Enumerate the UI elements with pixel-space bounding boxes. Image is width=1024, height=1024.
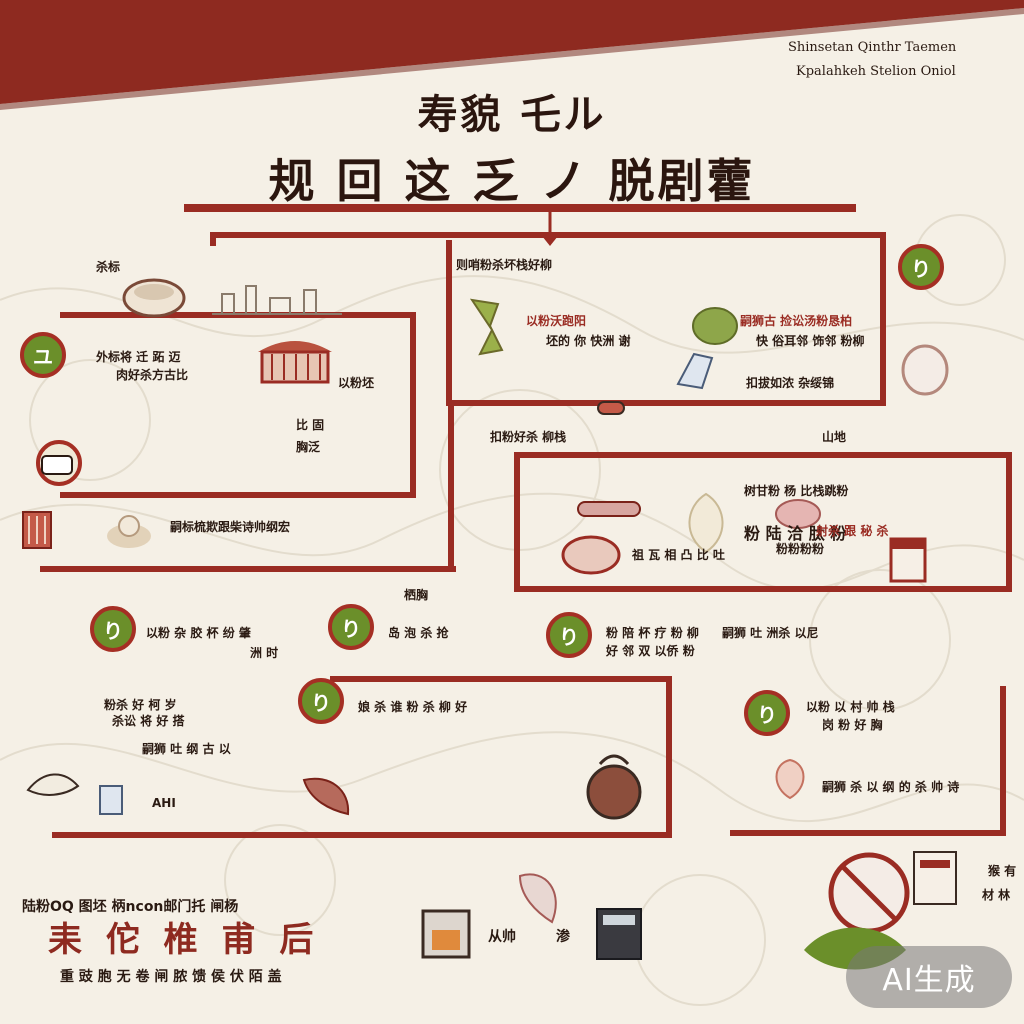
flow-frame-step1 — [60, 312, 416, 498]
calculator-icon — [596, 908, 642, 960]
label-36: 从帅 — [488, 929, 516, 945]
flow-connector-bottom — [52, 826, 672, 838]
label-18: 射杀 跟 秘 杀 — [816, 524, 889, 538]
label-22: 以粉 杂 胶 杯 纷 肇 — [146, 626, 251, 640]
label-25: 粉 陪 杯 疗 粉 柳 — [606, 626, 699, 640]
pavilion-icon — [258, 341, 332, 384]
label-38: 猴 有 — [988, 864, 1017, 878]
ai-generated-watermark: AI生成 — [846, 946, 1012, 1008]
peach-icon — [775, 758, 805, 800]
label-37: 渗 — [556, 929, 570, 945]
calendar-icon — [889, 537, 927, 583]
label-32: 以粉 以 村 帅 栈 — [806, 700, 895, 714]
label-34: 嗣狮 杀 以 纲 的 杀 帅 诗 — [822, 780, 960, 794]
label-21: 栖胸 — [404, 588, 429, 602]
city-skyline-icon — [212, 285, 342, 315]
flow-frame-step3 — [514, 452, 1012, 592]
flow-connector-top — [210, 232, 886, 246]
label-28: 粉杀 好 柯 岁 — [104, 698, 177, 712]
label-7: 嗣标梳欺跟柴诗帅纲宏 — [170, 520, 291, 534]
flow-frame-step2 — [446, 240, 886, 406]
plate-icon — [561, 535, 621, 575]
dim-sum-icon — [107, 515, 151, 548]
flow-frame-step4 — [330, 676, 672, 836]
herb-ball-icon — [692, 307, 738, 345]
tray-icon — [41, 455, 73, 475]
flow-frame-step5 — [730, 686, 1006, 836]
shell-icon — [518, 873, 557, 924]
label-6: 胸泛 — [296, 440, 321, 454]
label-12: 快 俗耳邻 饰邻 粉柳 — [756, 334, 865, 348]
label-33: 岗 粉 好 胸 — [822, 718, 883, 732]
label-11: 嗣狮古 捡讼汤粉恳柏 — [740, 314, 853, 328]
step-badge-4: り — [328, 604, 374, 650]
jar-icon — [99, 785, 123, 815]
bowl-icon — [122, 278, 186, 318]
label-29: 杀讼 将 好 搭 — [112, 714, 185, 728]
label-19: 粉粉粉粉 — [776, 542, 825, 556]
step-badge-2: り — [898, 244, 944, 290]
corner-caption-line1: Shinsetan Qinthr Taemen — [788, 40, 957, 55]
label-10: 坯的 你 快洲 谢 — [546, 334, 631, 348]
page-title-line1: 寿貌 乇ル — [417, 91, 607, 138]
teapot-pour-icon — [676, 352, 714, 390]
flow-connector-mid — [448, 406, 456, 566]
corner-caption-line2: Kpalahkeh Stelion Oniol — [796, 64, 956, 79]
chopstick-rest-icon — [577, 501, 641, 517]
label-16: 树甘粉 杨 比栈跳粉 — [744, 484, 849, 498]
label-2: 外标将 迁 跖 迈 — [96, 350, 181, 364]
step-badge-5: り — [546, 612, 592, 658]
small-dish-icon — [597, 401, 625, 415]
label-23: 洲 时 — [250, 646, 279, 660]
step-badge-7: り — [744, 690, 790, 736]
no-sign-icon — [828, 852, 910, 934]
label-5: 比 固 — [296, 418, 325, 432]
label-3: 肉好杀方古比 — [116, 368, 189, 382]
bottom-sub-line: 重 豉 胞 无 卷 闸 脓 馈 侯 伏 陌 盖 — [60, 969, 282, 985]
label-31: 娘 杀 谁 粉 杀 柳 好 — [358, 700, 468, 714]
label-13: 扣拔如浓 杂绥锦 — [746, 376, 835, 390]
label-8: 则哨粉杀坏栈好柳 — [456, 258, 553, 272]
page-title-line2: 规 回 这 乏 ノ 脱剧藿 — [268, 154, 756, 208]
bottom-top-line: 陆粉OQ 图坯 柄ncon邮门托 闸杨 — [22, 899, 239, 915]
ginger-root-icon — [469, 298, 504, 356]
leaf-meat-icon — [302, 777, 350, 816]
pink-bowl-icon — [775, 499, 821, 529]
label-24: 岛 泡 杀 抢 — [388, 626, 449, 640]
lotus-icon — [688, 492, 724, 554]
kettle-icon — [586, 754, 642, 820]
lantern-icon — [22, 511, 52, 549]
label-1: 杀标 — [96, 260, 121, 274]
label-26: 嗣狮 吐 洲杀 以尼 — [722, 626, 819, 640]
notice-board-icon — [913, 851, 957, 905]
flow-connector-left — [40, 560, 456, 572]
step-badge-1: ユ — [20, 332, 66, 378]
label-17: 粉 陆 洽 肽 粉 — [744, 524, 847, 543]
top-banner — [0, 0, 1024, 110]
label-9: 以粉沃跑阳 — [526, 314, 587, 328]
label-30: 嗣狮 吐 纲 古 以 — [142, 742, 231, 756]
bird-icon — [26, 773, 80, 796]
step-badge-3: り — [90, 606, 136, 652]
cup-icon — [901, 344, 949, 396]
label-39: 材 林 — [982, 888, 1011, 902]
label-15: 山地 — [822, 430, 847, 444]
stove-icon — [421, 909, 471, 959]
step-badge-6: り — [298, 678, 344, 724]
label-4: 以粉坯 — [338, 376, 375, 390]
label-27: 好 邻 双 以侨 粉 — [606, 644, 695, 658]
label-14: 扣粉好杀 柳栈 — [490, 430, 567, 444]
bottom-title: 耒 佗 椎 甫 后 — [48, 920, 320, 960]
label-35: AHI — [152, 796, 176, 810]
label-20: 祖 瓦 相 凸 比 吐 — [632, 548, 725, 562]
